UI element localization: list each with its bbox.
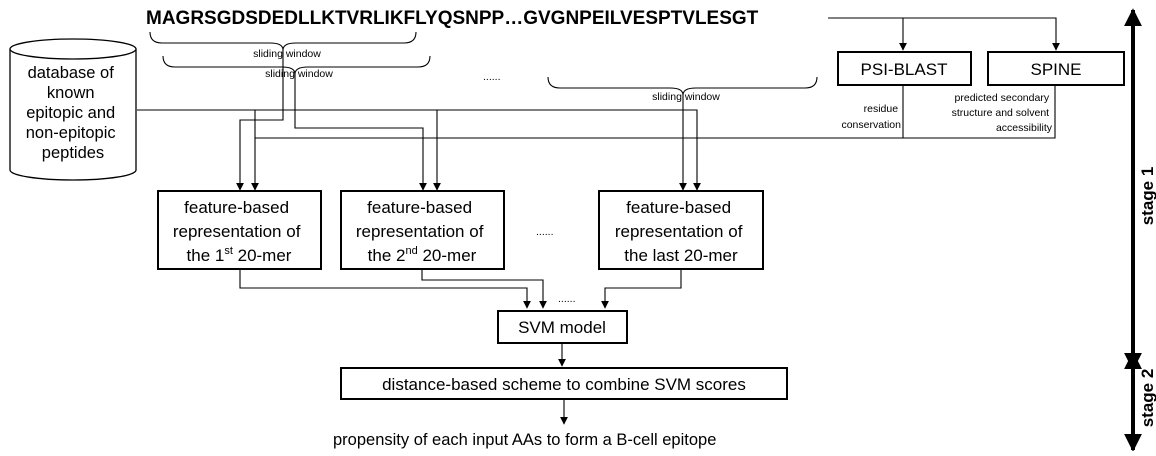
svm-model-label: SVM model	[518, 318, 606, 337]
last-to-svm-arrow	[601, 269, 682, 309]
spine-output-label: predicted secondary structure and solven…	[952, 92, 1053, 134]
database-label: database of known epitopic and non-epito…	[26, 64, 121, 162]
window1-to-1st-arrow	[236, 50, 284, 191]
window-ellipsis: ......	[483, 71, 501, 83]
feature-label-1st: feature-based representation of the 1st …	[173, 198, 305, 265]
spine-title: SPINE	[1030, 60, 1081, 79]
feature-box-last	[598, 190, 764, 270]
window-label-last: sliding window	[652, 91, 720, 103]
psiblast-title: PSI-BLAST	[861, 60, 948, 79]
spine-output-line	[255, 85, 1056, 139]
combine-label: distance-based scheme to combine SVM sco…	[382, 375, 746, 394]
feature-box-2nd	[340, 190, 505, 270]
psiblast-box	[837, 51, 972, 86]
database-cylinder	[9, 38, 137, 181]
feature-label-last: feature-based representation of the last…	[615, 198, 747, 265]
output-label: propensity of each input AAs to form a B…	[333, 431, 716, 449]
1st-to-svm-arrow	[239, 269, 531, 309]
svm-model-box	[497, 310, 628, 344]
db-to-last-arrow	[137, 109, 701, 191]
stage2-label: stage 2	[1138, 369, 1156, 428]
window2-to-2nd-arrow	[294, 74, 427, 191]
feature-label-2nd: feature-based representation of the 2nd …	[356, 198, 488, 265]
psiblast-output-label: residue conservation	[841, 103, 901, 131]
window-label-1: sliding window	[253, 48, 321, 60]
svm-input-ellipsis: ......	[558, 293, 576, 305]
spine-box	[987, 51, 1125, 86]
seq-to-spine-arrow	[828, 17, 1060, 51]
window-label-2: sliding window	[265, 68, 333, 80]
stage1-label: stage 1	[1138, 167, 1156, 226]
protein-sequence: MAGRSGDSDEDLLKTVRLIKFLYQSNPP…GVGNPEILVES…	[146, 8, 759, 29]
feature-box-1st	[157, 190, 322, 270]
feature-ellipsis: ......	[536, 226, 554, 238]
2nd-to-svm-arrow	[421, 269, 547, 309]
